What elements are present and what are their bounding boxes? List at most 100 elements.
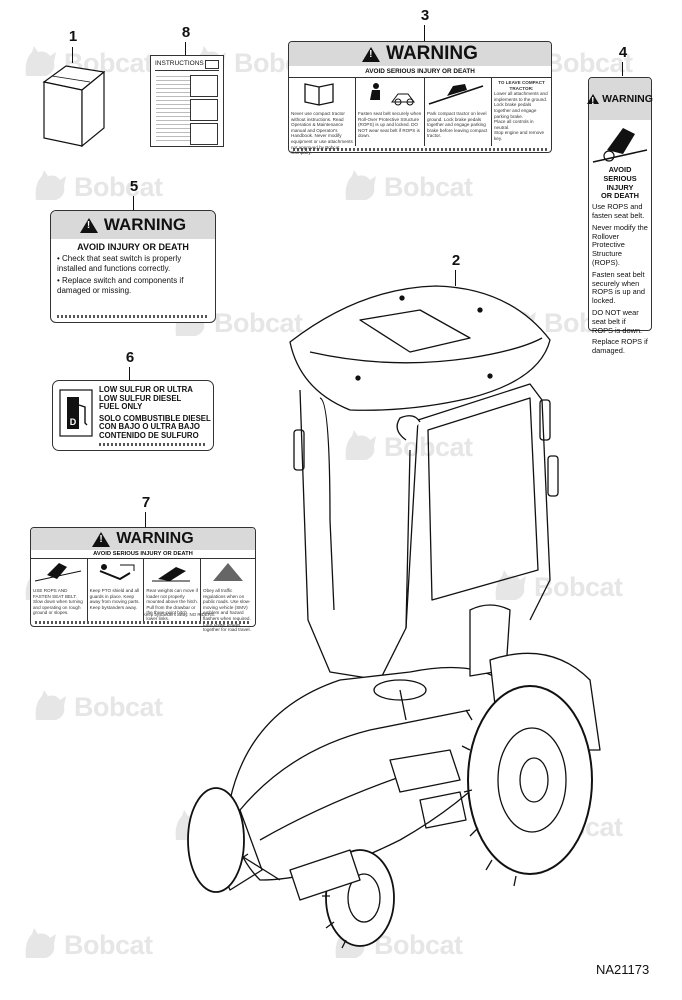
decal-5-body: • Check that seat switch is properly ins… xyxy=(51,254,215,295)
instructions-rule xyxy=(155,70,219,71)
callout-6-leader xyxy=(129,367,130,380)
decal-7-col-2-text: Keep PTO shield and all guards in place.… xyxy=(89,588,140,610)
decal-3-step-3: Place all controls in neutral. xyxy=(494,119,534,130)
decal-7-col-1-text: USE ROPS AND FASTEN SEAT BELT. Slow down… xyxy=(33,588,83,616)
decal-4-line-4: Use ROPS and fasten seat belt. xyxy=(592,202,645,220)
decal-5-subheader: AVOID INJURY OR DEATH xyxy=(77,242,189,252)
instructions-tab xyxy=(205,60,219,69)
decal-6-es-3: CONTENIDO DE SULFURO xyxy=(99,430,199,440)
decal-3-header: WARNING xyxy=(289,42,551,66)
decal-7-header-text: WARNING xyxy=(116,530,194,547)
watermark-text: Bobcat xyxy=(214,308,303,338)
decal-4-line-3: OR DEATH xyxy=(600,191,640,201)
decal-6-en-2: LOW SULFUR DIESEL xyxy=(99,393,182,403)
parked-tractor-slope-icon xyxy=(428,84,484,105)
watermark-text: Bobcat xyxy=(384,172,473,202)
decal-3-col-3: Park compact tractor on level ground. Lo… xyxy=(425,78,492,146)
cab-frame xyxy=(299,389,419,681)
fuel-pump-icon: D xyxy=(59,389,93,437)
decal-3-header-text: WARNING xyxy=(386,43,478,64)
decal-5-bullet-1: • Check that seat switch is properly ins… xyxy=(57,254,182,273)
bobcat-logo-icon xyxy=(345,430,376,460)
watermark-text: Bobcat xyxy=(374,930,463,960)
watermark-tile: Bobcat xyxy=(30,160,170,220)
warning-triangle-icon xyxy=(79,217,98,233)
decal-7-subheader: AVOID SERIOUS INJURY OR DEATH xyxy=(31,550,255,559)
bobcat-logo-icon xyxy=(495,570,526,600)
decal-7-col-4-text: Obey all traffic regulations when on pub… xyxy=(203,588,251,633)
watermark-tile: Bobcat xyxy=(490,560,630,620)
decal-6-barcode xyxy=(99,443,205,446)
callout-7-leader xyxy=(145,512,146,527)
callout-1-leader xyxy=(72,47,73,63)
warning-triangle-icon xyxy=(362,46,381,62)
decal-5-bullet-2: • Replace switch and components if damag… xyxy=(57,276,184,295)
decal-7-col-2: Keep PTO shield and all guards in place.… xyxy=(88,559,145,621)
pto-entanglement-icon xyxy=(99,564,135,581)
front-wheel-left xyxy=(187,787,245,893)
callout-7: 7 xyxy=(141,494,151,511)
svg-text:D: D xyxy=(70,417,77,427)
callout-5: 5 xyxy=(129,178,139,195)
watermark-text: Bobcat xyxy=(64,930,153,960)
decal-3-col-2: Fasten seat belt securely when Roll-Over… xyxy=(356,78,425,146)
decal-3-step-1: Lower all attachments and implements to … xyxy=(494,91,548,102)
rollover-hazard-icon xyxy=(592,128,648,163)
rear-wheel xyxy=(467,685,593,875)
decal-3-warning: WARNING AVOID SERIOUS INJURY OR DEATH Ne… xyxy=(288,41,552,155)
decal-4-line-1: AVOID SERIOUS xyxy=(603,165,637,183)
decal-6-fuel: D LOW SULFUR OR ULTRA LOW SULFUR DIESEL … xyxy=(52,380,214,451)
watermark-text: Bobcat xyxy=(74,172,163,202)
decal-3-col-2-text: Fasten seat belt securely when Roll-Over… xyxy=(358,111,422,139)
decal-3-col-4-title: TO LEAVE COMPACT TRACTOR: xyxy=(498,80,545,91)
cab-roof xyxy=(289,285,551,411)
decal-6-es-2: CON BAJO O ULTRA BAJO xyxy=(99,422,200,432)
warning-triangle-icon xyxy=(587,94,600,107)
callout-6: 6 xyxy=(125,349,135,366)
decal-6-en-3: FUEL ONLY xyxy=(99,402,143,412)
decal-3-col-4: TO LEAVE COMPACT TRACTOR: Lower all atta… xyxy=(492,78,551,146)
rollover-icon xyxy=(34,563,82,582)
warning-triangle-icon xyxy=(92,531,111,547)
decal-3-subheader: AVOID SERIOUS INJURY OR DEATH xyxy=(289,66,551,78)
decal-3-col-1: Never use compact tractor without instru… xyxy=(289,78,356,155)
decal-5-header: WARNING xyxy=(51,211,215,239)
smv-emblem-icon xyxy=(213,563,244,581)
watermark-text: Bobcat xyxy=(74,692,163,722)
decal-7-footer: Keep bystanders away. NO RIDERS. xyxy=(143,612,216,618)
decal-7-col-3: Rear weights can move if loader not prop… xyxy=(144,559,202,621)
seatbelt-operator-icon xyxy=(370,83,415,106)
decal-5-barcode xyxy=(57,315,209,318)
part-2-tractor-illustration xyxy=(187,285,601,949)
figure-id: NA21173 xyxy=(596,962,650,977)
decal-4-header: WARNING xyxy=(587,78,653,120)
instructions-box-2 xyxy=(190,99,218,121)
callout-1: 1 xyxy=(68,28,78,45)
decal-5-warning: WARNING AVOID INJURY OR DEATH • Check th… xyxy=(50,210,216,323)
decal-7-col-4: Obey all traffic regulations when on pub… xyxy=(201,559,255,632)
decal-3-barcode xyxy=(293,148,547,151)
callout-8-leader xyxy=(185,42,186,56)
callout-3-leader xyxy=(424,25,425,41)
instructions-title: INSTRUCTIONS xyxy=(155,60,204,67)
decal-3-col-1-text: Never use compact tractor without instru… xyxy=(291,111,353,156)
decal-7-body: USE ROPS AND FASTEN SEAT BELT. Slow down… xyxy=(31,559,255,632)
instructions-box-1 xyxy=(190,75,218,97)
decal-4-line-8: Replace ROPS if damaged. xyxy=(592,337,648,356)
decal-4-line-7: DO NOT wear seat belt if ROPS is down. xyxy=(592,307,643,335)
decal-7-header: WARNING xyxy=(31,528,255,550)
instructions-textblock xyxy=(156,76,190,142)
bobcat-logo-icon xyxy=(35,170,66,200)
tipping-hazard-icon xyxy=(152,567,191,582)
decal-6-es-1: SOLO COMBUSTIBLE DIESEL xyxy=(99,413,211,423)
decal-3-body: Never use compact tractor without instru… xyxy=(289,78,551,155)
decal-7-col-1: USE ROPS AND FASTEN SEAT BELT. Slow down… xyxy=(31,559,88,621)
decal-3-col-3-text: Park compact tractor on level ground. Lo… xyxy=(427,111,488,139)
callout-3: 3 xyxy=(420,7,430,24)
decal-3-step-2: Lock brake pedals together and engage pa… xyxy=(494,102,537,119)
decal-4-line-2: INJURY xyxy=(606,182,634,192)
decal-7-barcode xyxy=(35,621,251,624)
part-1-box-icon xyxy=(42,65,106,148)
decal-4-line-6: Fasten seat belt securely when ROPS is u… xyxy=(592,269,645,306)
